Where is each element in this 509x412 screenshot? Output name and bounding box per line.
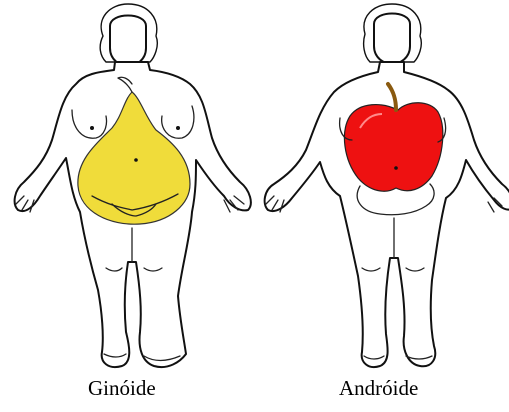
android-figure bbox=[265, 4, 509, 367]
gynoid-nipple-left bbox=[90, 126, 94, 130]
gynoid-figure bbox=[15, 4, 251, 367]
android-face bbox=[374, 14, 410, 65]
android-navel bbox=[394, 166, 398, 170]
gynoid-face bbox=[110, 16, 146, 67]
gynoid-nipple-right bbox=[176, 126, 180, 130]
android-label: Andróide bbox=[339, 376, 418, 401]
gynoid-label: Ginóide bbox=[88, 376, 156, 401]
gynoid-navel bbox=[134, 158, 138, 162]
apple-shape bbox=[344, 103, 442, 191]
